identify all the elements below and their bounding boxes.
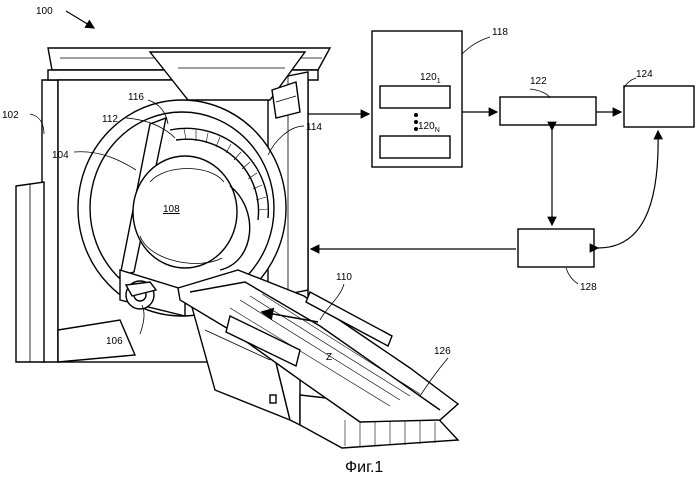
reconstructor-unit	[372, 31, 462, 167]
label-118: 118	[492, 27, 508, 38]
label-112: 112	[102, 114, 118, 125]
label-z: Z	[326, 352, 332, 363]
display-box	[624, 86, 694, 127]
patient-table	[178, 270, 458, 448]
figure-caption: Фиг.1	[345, 459, 383, 476]
label-122: 122	[530, 76, 547, 87]
label-102: 102	[2, 110, 19, 121]
label-110: 110	[336, 272, 352, 283]
label-126: 126	[434, 346, 451, 357]
label-106: 106	[106, 336, 123, 347]
signal-connections	[308, 112, 658, 249]
label-104: 104	[52, 150, 69, 161]
label-114: 114	[306, 122, 322, 133]
label-108: 108	[163, 204, 180, 215]
label-116: 116	[128, 92, 144, 103]
processor-box	[500, 97, 596, 125]
controller-box	[518, 229, 594, 267]
module-n-box	[380, 136, 450, 158]
label-128: 128	[580, 282, 597, 293]
module-1-box	[380, 86, 450, 108]
label-100: 100	[36, 6, 53, 17]
label-124: 124	[636, 69, 653, 80]
